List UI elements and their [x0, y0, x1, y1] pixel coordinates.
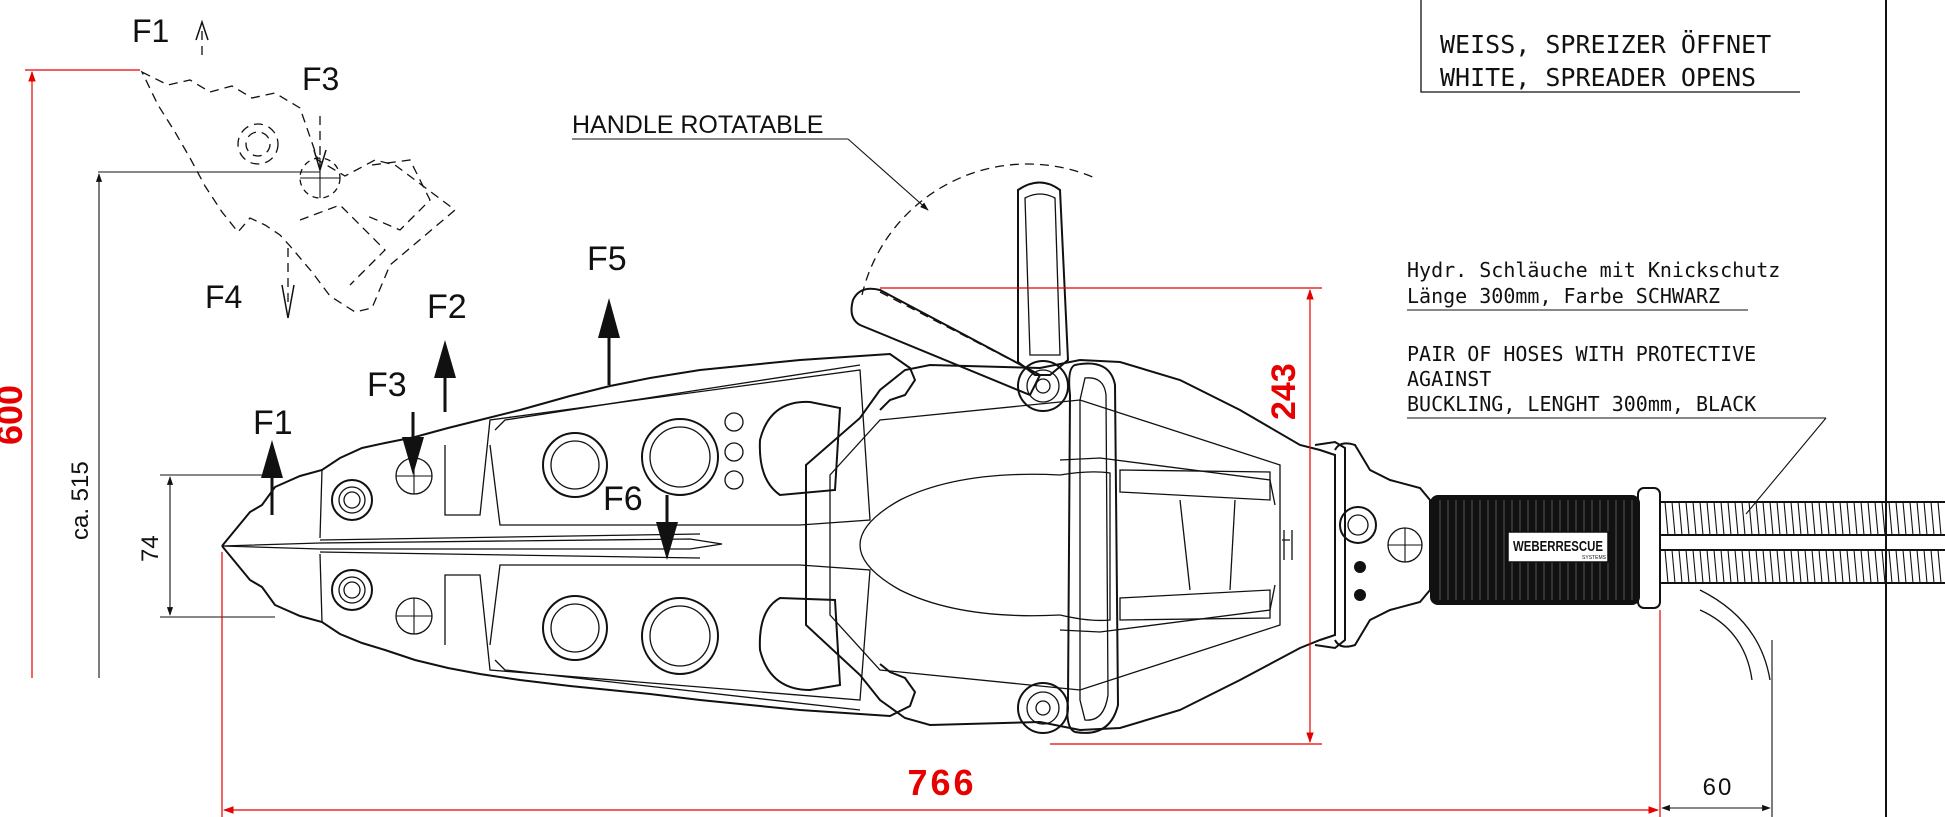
hose-note-en-line1: PAIR OF HOSES WITH PROTECTIVE [1407, 342, 1756, 366]
dim-overall-height: 600 [0, 69, 140, 678]
brand-logo-sub: SYSTEMS [1582, 555, 1607, 561]
hose-note-en-line2: AGAINST [1407, 367, 1491, 391]
dim-hose-60: 60 [1661, 640, 1773, 817]
color-note-de: WEISS, SPREIZER ÖFFNET [1440, 30, 1771, 59]
force-label-f3: F3 [367, 366, 407, 404]
brand-logo-plate [1507, 531, 1609, 563]
color-note-box: WEISS, SPREIZER ÖFFNET WHITE, SPREADER O… [1420, 0, 1800, 93]
detail-label-f4: F4 [205, 279, 242, 315]
dim-766-label: 766 [907, 762, 976, 803]
handle-note-label: HANDLE ROTATABLE [572, 111, 823, 139]
spreader-tool: WEBERRESCUE SYSTEMS [221, 352, 1945, 734]
force-label-f6: F6 [603, 480, 643, 518]
handle-rotation-indicator [850, 163, 1096, 397]
dim-60-label: 60 [1703, 774, 1734, 801]
color-note-en: WHITE, SPREADER OPENS [1440, 63, 1756, 92]
dim-tip-74: 74 [137, 474, 275, 618]
hose-leader-line [1745, 417, 1827, 515]
dim-length-766: 766 [221, 552, 1661, 817]
hose-note-de-line2: Länge 300mm, Farbe SCHWARZ [1407, 284, 1720, 308]
brand-logo-text: WEBERRESCUE [1513, 538, 1603, 555]
hose-note-de-line1: Hydr. Schläuche mit Knickschutz [1407, 258, 1780, 282]
dim-ca515: ca. 515 [67, 171, 320, 678]
handle-note: HANDLE ROTATABLE [572, 111, 929, 211]
detail-label-f3: F3 [302, 61, 339, 97]
dim-600-label: 600 [0, 385, 30, 445]
jaw-tip-detail [140, 70, 457, 313]
force-label-f2: F2 [427, 288, 467, 326]
hose-note-en-line3: BUCKLING, LENGHT 300mm, BLACK [1407, 392, 1756, 416]
dim-ca515-label: ca. 515 [67, 461, 94, 540]
hose-note: Hydr. Schläuche mit Knickschutz Länge 30… [1407, 258, 1827, 515]
force-arrows [261, 298, 678, 560]
dim-height-243: 243 [880, 287, 1322, 745]
force-label-f1: F1 [253, 404, 293, 442]
force-label-f5: F5 [587, 240, 627, 278]
detail-label-f1: F1 [132, 13, 169, 49]
detail-force-arrows [195, 19, 327, 319]
dim-74-label: 74 [137, 535, 164, 562]
dim-243-label: 243 [1265, 363, 1303, 420]
